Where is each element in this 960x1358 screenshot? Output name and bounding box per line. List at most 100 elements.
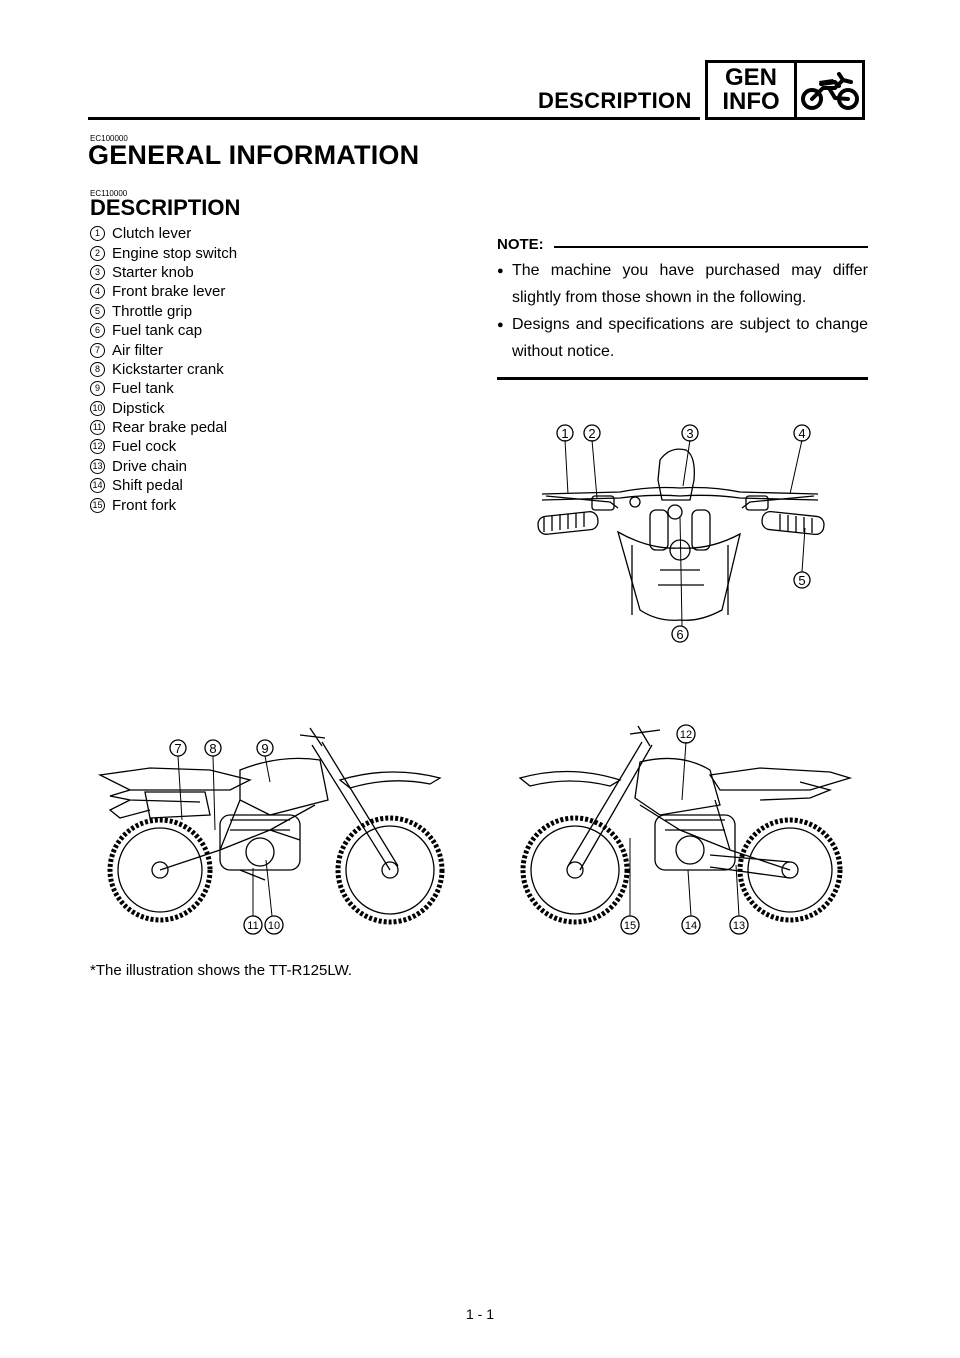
svg-text:11: 11 [247,920,258,932]
callout-number: 8 [90,361,105,377]
note-label: NOTE: [497,236,544,253]
list-item: 12 Fuel cock [90,437,237,456]
part-label: Rear brake pedal [112,419,228,437]
chapter-title: GENERAL INFORMATION [88,140,420,170]
bullet-icon: ● [497,265,504,277]
callout-3: 3 [681,424,699,442]
list-item: 9 Fuel tank [90,379,237,398]
badge-line-2: INFO [722,88,780,115]
svg-text:6: 6 [676,627,683,642]
list-item: 2 Engine stop switch [90,243,237,262]
callout-10: 10 [264,915,284,935]
part-label: Fuel tank [112,380,174,398]
svg-text:2: 2 [588,426,595,441]
callout-number: 2 [90,245,105,261]
callout-number: 9 [90,381,105,397]
callout-number: 7 [90,342,105,358]
callout-9: 9 [256,739,274,757]
chapter-code: EC100000 [90,134,128,143]
svg-text:14: 14 [685,920,697,932]
svg-text:1: 1 [561,426,568,441]
callout-number: 5 [90,303,105,319]
svg-text:3: 3 [686,426,693,441]
note-rule-top [553,245,868,248]
callout-5: 5 [793,571,811,589]
part-label: Air filter [112,341,163,359]
header-rule [88,117,700,120]
callout-4: 4 [793,424,811,442]
section-title: DESCRIPTION [90,195,241,220]
left-side-illustration: 7 8 9 11 10 [97,727,445,935]
callout-14: 14 [681,915,701,935]
callout-number: 10 [90,400,105,416]
svg-text:10: 10 [268,920,280,932]
part-label: Throttle grip [112,302,193,320]
callout-number: 12 [90,439,105,455]
part-label: Front fork [112,496,177,514]
note-text: Designs and specifications are subject t… [512,316,868,360]
callout-number: 4 [90,284,105,300]
list-item: 4 Front brake lever [90,282,237,301]
svg-text:9: 9 [261,741,268,756]
list-item: 3 Starter knob [90,263,237,282]
svg-text:5: 5 [798,573,805,588]
figure-caption: *The illustration shows the TT-R125LW. [90,962,353,979]
part-label: Starter knob [112,263,194,281]
handlebar-illustration: 1 2 3 4 5 6 [537,424,825,643]
callout-8: 8 [204,739,222,757]
part-label: Fuel cock [112,438,177,456]
part-label: Clutch lever [112,225,192,243]
part-label: Dipstick [112,399,165,417]
header-section-title: DESCRIPTION [538,88,692,113]
svg-text:4: 4 [798,426,805,441]
page-number: 1 - 1 [465,1306,494,1322]
right-side-illustration: 12 15 14 13 [518,724,853,935]
note-rule-bottom [497,377,868,380]
list-item: 11 Rear brake pedal [90,418,237,437]
list-item: 14 Shift pedal [90,476,237,495]
list-item: 10 Dipstick [90,399,237,418]
note-box: NOTE: ● The machine you have purchased ma… [497,236,868,380]
note-text: The machine you have purchased may diffe… [512,262,868,306]
callout-number: 1 [90,226,105,242]
parts-list: 1 Clutch lever 2 Engine stop switch 3 Start… [90,224,237,515]
gen-info-badge: GEN INFO [705,60,865,120]
callout-7: 7 [169,739,187,757]
list-item: 1 Clutch lever [90,224,237,243]
callout-number: 3 [90,264,105,280]
list-item: 6 Fuel tank cap [90,321,237,340]
svg-text:15: 15 [624,920,636,932]
callout-2: 2 [583,424,601,442]
note-item: ● The machine you have purchased may diff… [497,257,868,311]
callout-number: 14 [90,478,105,494]
callout-1: 1 [556,424,574,442]
callout-number: 13 [90,458,105,474]
part-label: Drive chain [112,457,188,475]
badge-line-1: GEN [724,64,777,91]
part-label: Shift pedal [112,477,183,495]
motorcycle-icon [797,63,862,117]
list-item: 15 Front fork [90,495,237,514]
svg-text:8: 8 [209,741,216,756]
callout-number: 15 [90,497,105,513]
section-code: EC110000 [90,189,128,198]
badge-text: GEN INFO [708,63,797,117]
callout-number: 11 [90,420,105,436]
list-item: 7 Air filter [90,340,237,359]
list-item: 5 Throttle grip [90,302,237,321]
svg-text:13: 13 [733,920,745,932]
note-item: ●Designs and specifications are subject … [497,311,868,365]
callout-number: 6 [90,323,105,339]
callout-11: 11 [243,915,263,935]
part-label: Fuel tank cap [112,322,203,340]
list-item: 13 Drive chain [90,457,237,476]
part-label: Engine stop switch [112,244,238,262]
svg-text:7: 7 [174,741,181,756]
callout-12: 12 [676,724,696,744]
callout-6: 6 [671,625,689,643]
part-label: Front brake lever [112,283,226,301]
svg-text:12: 12 [680,729,692,741]
callout-15: 15 [620,915,640,935]
callout-13: 13 [729,915,749,935]
